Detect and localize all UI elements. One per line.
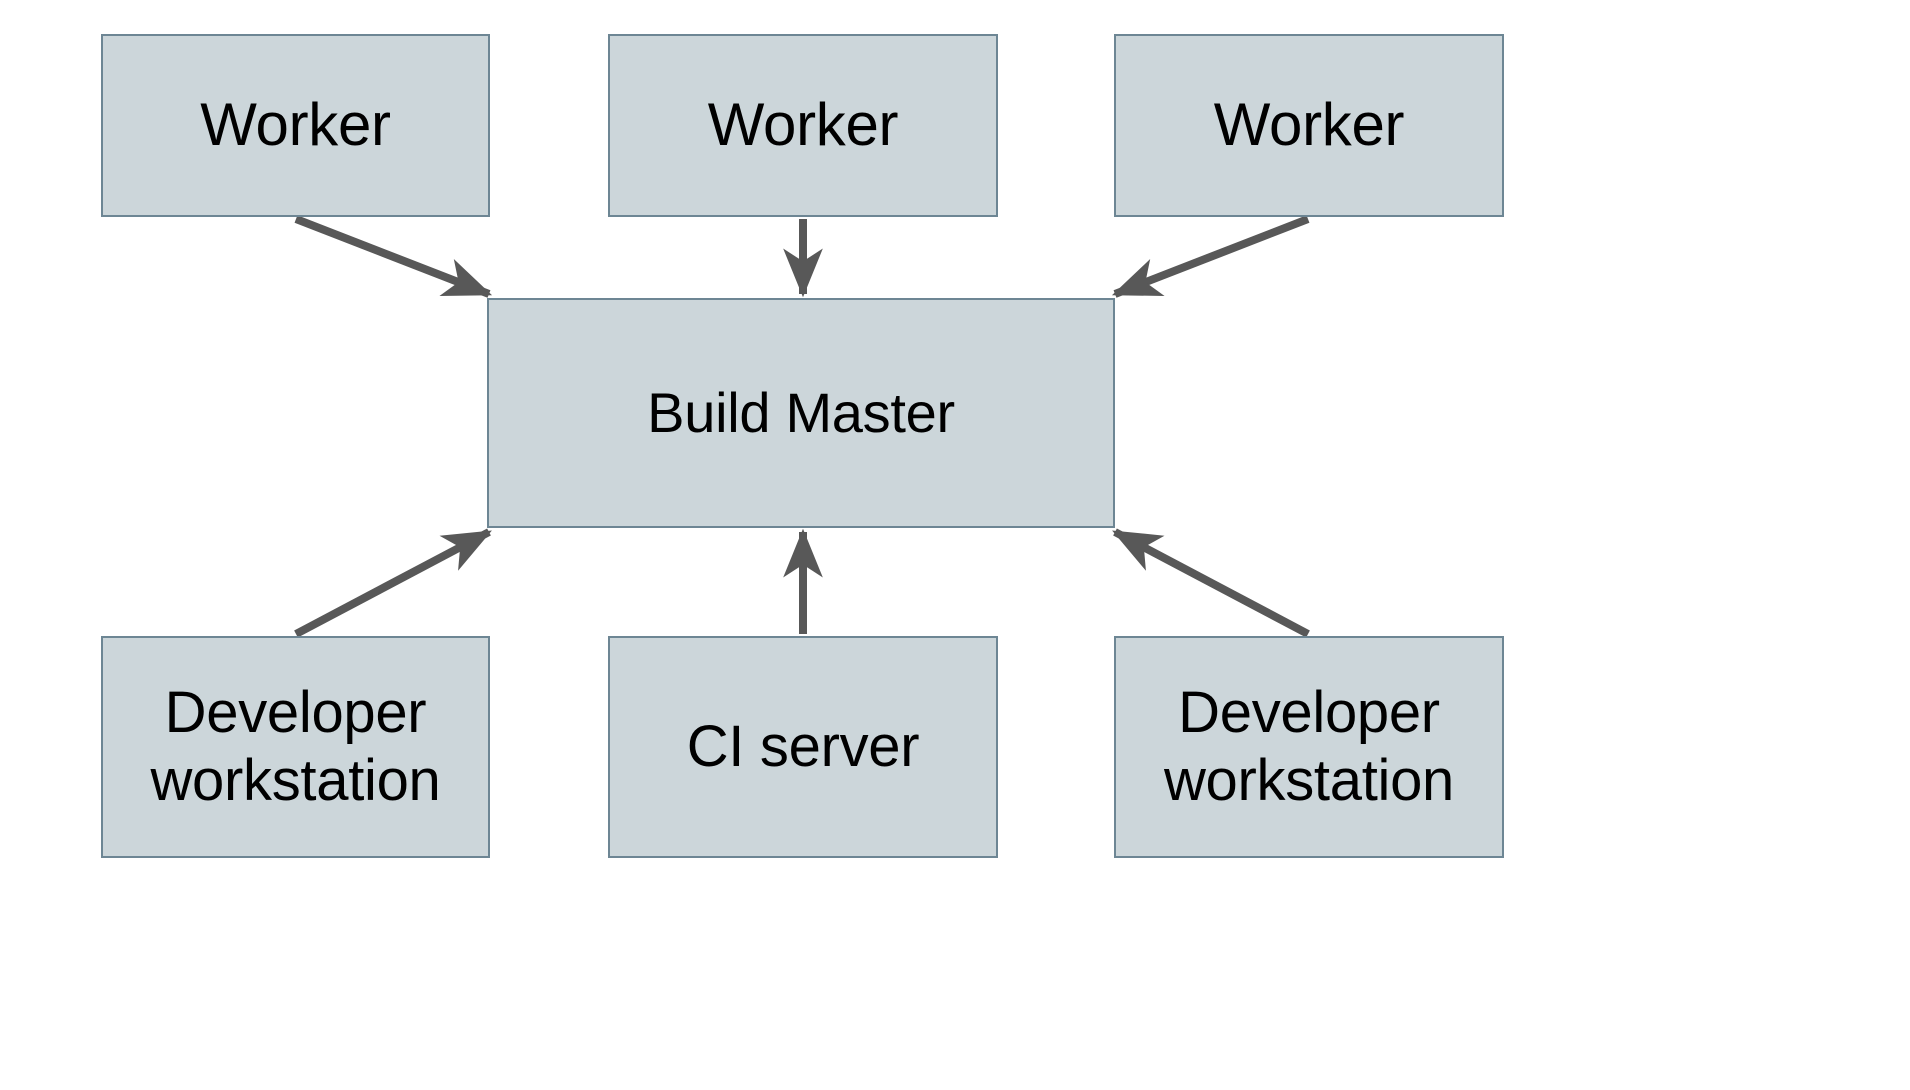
node-build-master-label: Build Master [647, 380, 955, 444]
node-build-master[interactable]: Build Master [487, 298, 1115, 528]
node-worker-1[interactable]: Worker [101, 34, 490, 217]
node-developer-workstation-right[interactable]: Developer workstation [1114, 636, 1504, 858]
edge-dev-ws-left-to-build-master [294, 528, 492, 638]
node-worker-1-label: Worker [200, 91, 391, 159]
node-developer-workstation-left[interactable]: Developer workstation [101, 636, 490, 858]
node-ci-server[interactable]: CI server [608, 636, 998, 858]
node-ci-server-label: CI server [686, 713, 920, 779]
edge-dev-ws-right-to-build-master [1112, 528, 1310, 638]
edge-worker-3-to-build-master [1111, 215, 1310, 298]
node-developer-workstation-left-label: Developer workstation [150, 679, 441, 813]
node-worker-3[interactable]: Worker [1114, 34, 1504, 217]
node-worker-2-label: Worker [707, 91, 899, 159]
node-developer-workstation-right-label: Developer workstation [1163, 679, 1455, 813]
node-worker-3-label: Worker [1213, 91, 1405, 159]
node-worker-2[interactable]: Worker [608, 34, 998, 217]
edge-worker-1-to-build-master [294, 215, 493, 298]
